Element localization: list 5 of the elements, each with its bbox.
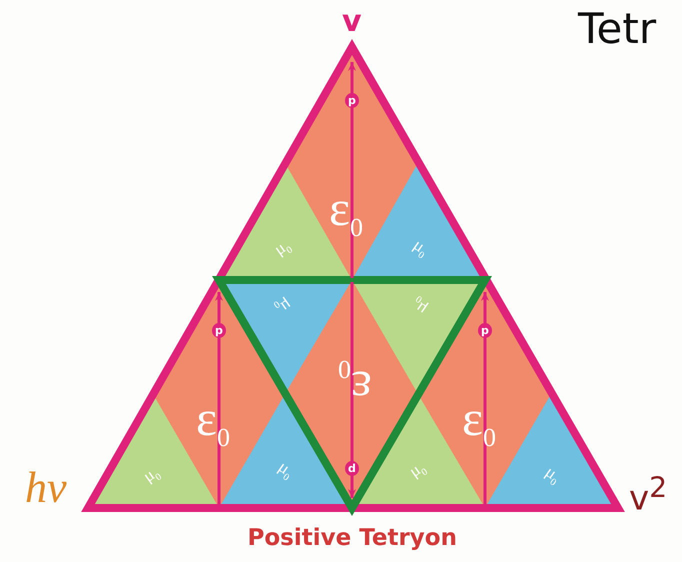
vertex-label: hν [25, 466, 67, 510]
vertex-label: v [342, 7, 362, 37]
vertex-label: v$^{2}$ [629, 474, 668, 515]
title: Tetr [578, 4, 656, 53]
caption-label: Positive Tetryon [248, 526, 457, 550]
